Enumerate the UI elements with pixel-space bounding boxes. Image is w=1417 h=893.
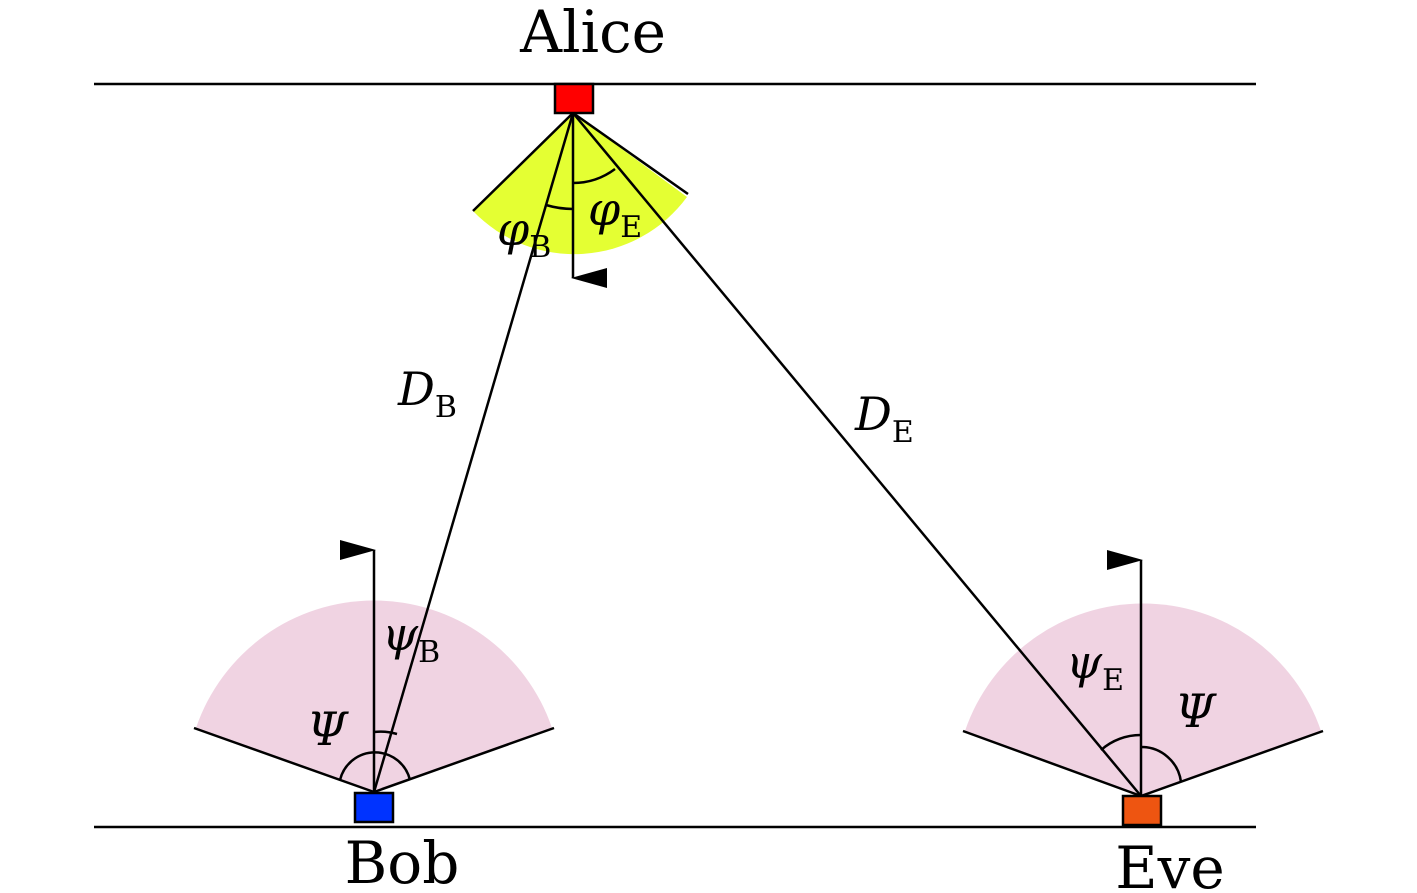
distance-line-alice-eve: [572, 112, 1142, 797]
eve-fov-right-edge: [1140, 729, 1324, 798]
distance-line-alice-bob: [372, 112, 575, 793]
label-phi-e-sub: E: [620, 210, 642, 245]
label-d-e-main: D: [854, 387, 892, 441]
eve-field-of-view-sector: [965, 603, 1321, 796]
bob-label: Bob: [345, 829, 460, 893]
label-phi-e: φE: [588, 182, 642, 245]
label-psi-e-main: ψ: [1066, 635, 1103, 689]
label-d-e-sub: E: [892, 415, 914, 450]
label-psi-b-sub: B: [418, 635, 440, 670]
angle-arc-psi-eve: [1140, 745, 1183, 783]
alice-beam-left-edge: [472, 112, 574, 212]
eve-receiver-square: [1121, 794, 1163, 827]
eve-label: Eve: [1115, 834, 1224, 893]
label-d-e: DE: [854, 387, 914, 450]
alice-beam-right-edge: [572, 111, 689, 196]
label-psi-e: ψE: [1066, 635, 1124, 698]
label-phi-e-main: φ: [588, 182, 621, 236]
label-phi-b-sub: B: [529, 230, 551, 265]
label-phi-b: φB: [497, 202, 551, 265]
angle-arc-phi-e: [572, 167, 616, 185]
alice-label: Alice: [519, 0, 666, 66]
bob-receiver-square: [353, 791, 395, 824]
eve-fov-left-edge: [962, 729, 1142, 798]
angle-arc-psi-bob: [338, 751, 412, 781]
label-d-b-main: D: [397, 362, 435, 416]
angle-arc-psi-b: [373, 730, 398, 736]
label-psi-b-main: ψ: [382, 607, 419, 661]
angle-arc-psi-e: [1100, 733, 1142, 751]
label-phi-b-main: φ: [497, 202, 530, 256]
label-psi-b: ψB: [382, 607, 440, 670]
label-d-b-sub: B: [435, 390, 457, 425]
label-psi-e-sub: E: [1102, 663, 1124, 698]
bob-fov-left-edge: [193, 726, 375, 794]
label-d-b: DB: [397, 362, 457, 425]
label-psi-eve-fov: Ψ: [1175, 684, 1217, 738]
bob-fov-right-edge: [373, 726, 555, 794]
angle-arc-phi-b: [545, 203, 574, 211]
label-psi-bob-fov: Ψ: [307, 702, 349, 756]
alice-transmitter-square: [553, 82, 595, 115]
